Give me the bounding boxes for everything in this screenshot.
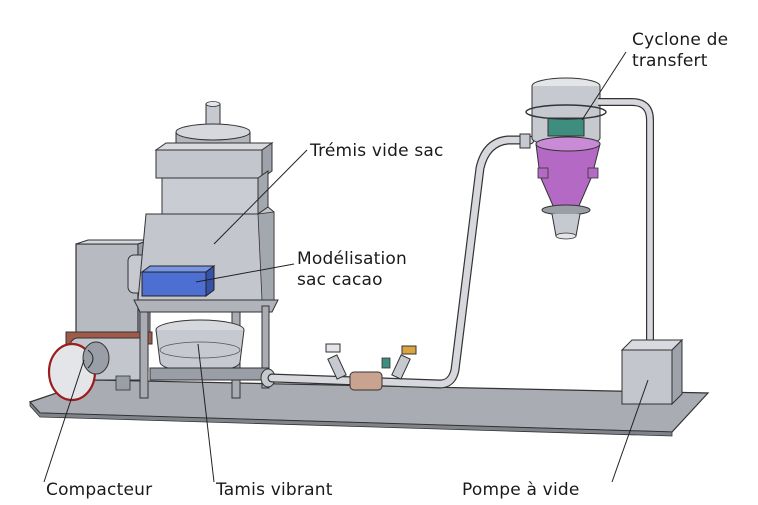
label-cyclone-line1: Cyclone de [632, 30, 728, 50]
leader-cyclone [581, 51, 627, 121]
leader-sac [195, 263, 295, 283]
labels: Cyclone de transfert Trémis vide sac Mod… [46, 30, 728, 500]
leader-lines [43, 51, 649, 483]
transfer-pipe [267, 133, 535, 391]
leader-tremis [213, 149, 308, 245]
leader-compacteur [43, 359, 85, 483]
label-pompe: Pompe à vide [462, 480, 580, 500]
label-tremis: Trémis vide sac [309, 141, 444, 161]
pompe-a-vide [620, 338, 684, 406]
leader-tamis [197, 343, 215, 483]
base-plate [28, 379, 710, 437]
cyclone-de-transfert [525, 77, 654, 342]
label-modelisation-line2: sac cacao [297, 270, 383, 290]
label-compacteur: Compacteur [46, 480, 152, 500]
leader-pompe [611, 379, 649, 483]
sac-cacao [140, 265, 216, 297]
label-cyclone-line2: transfert [632, 51, 708, 71]
tremis-vide-sac [133, 101, 279, 399]
compacteur [47, 239, 154, 402]
label-tamis: Tamis vibrant [215, 480, 333, 500]
label-modelisation-line1: Modélisation [297, 249, 407, 269]
